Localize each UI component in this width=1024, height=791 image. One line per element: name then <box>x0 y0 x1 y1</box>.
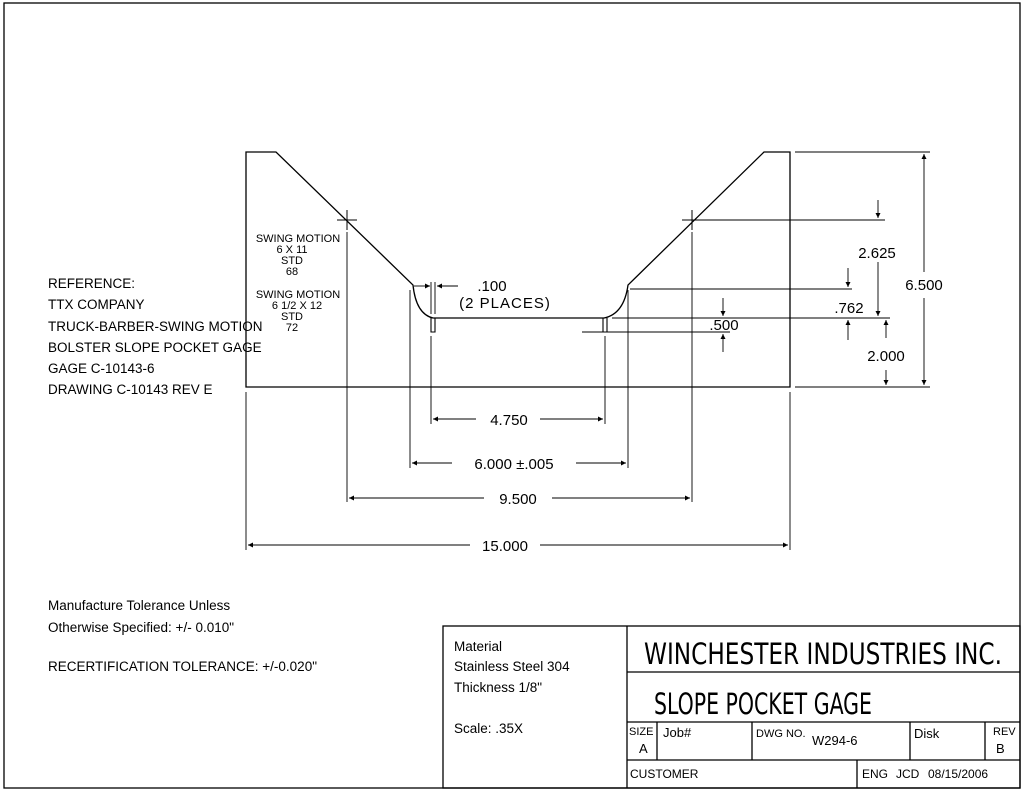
drawing-date: 08/15/2006 <box>928 767 988 781</box>
reference-line-2: TRUCK-BARBER-SWING MOTION <box>48 319 263 334</box>
right-center-mark <box>682 210 702 230</box>
customer-label: CUSTOMER <box>630 767 699 781</box>
dim-762: .762 <box>834 300 863 317</box>
size-value: A <box>639 741 648 756</box>
job-label: Job# <box>663 725 692 740</box>
dim-2625: 2.625 <box>858 245 896 262</box>
dim-6500: 6.500 <box>905 277 943 294</box>
reference-line-4: GAGE C-10143-6 <box>48 361 155 376</box>
scale-value: Scale: .35X <box>454 721 523 736</box>
right-slot <box>602 318 608 333</box>
disk-label: Disk <box>914 726 940 741</box>
eng-initials: JCD <box>896 767 920 781</box>
gage-outline <box>245 151 791 388</box>
reference-line-1: TTX COMPANY <box>48 297 145 312</box>
part-label-1-line3: STD <box>281 255 303 267</box>
part-label-1-line1: SWING MOTION <box>256 233 340 245</box>
title-block <box>442 625 1021 789</box>
rev-label: REV <box>993 726 1016 738</box>
company-name: WINCHESTER INDUSTRIES INC. <box>644 637 1002 671</box>
part-label-2-line1: SWING MOTION <box>256 289 340 301</box>
part-label-2-line4: 72 <box>286 322 298 334</box>
dim-4750: 4.750 <box>490 412 528 429</box>
material-value: Stainless Steel 304 <box>454 659 570 674</box>
tolerance-note-2: Otherwise Specified: +/- 0.010" <box>48 620 234 635</box>
material-label: Material <box>454 639 502 654</box>
reference-heading: REFERENCE: <box>48 276 135 291</box>
recertification-note: RECERTIFICATION TOLERANCE: +/-0.020" <box>48 659 317 674</box>
thickness-value: Thickness 1/8" <box>454 680 542 695</box>
tolerance-note-1: Manufacture Tolerance Unless <box>48 598 230 613</box>
size-label: SIZE <box>629 726 653 738</box>
dim-slot-width: .100 <box>477 278 506 295</box>
dim-15000: 15.000 <box>482 538 528 555</box>
part-label-1-line4: 68 <box>286 266 298 278</box>
extension-lines <box>245 151 930 550</box>
dwg-value: W294-6 <box>812 733 858 748</box>
part-label-2-line2: 6 1/2 X 12 <box>272 300 322 312</box>
reference-line-5: DRAWING C-10143 REV E <box>48 382 213 397</box>
dim-2000: 2.000 <box>867 348 905 365</box>
part-label-2-line3: STD <box>281 311 303 323</box>
dim-500: .500 <box>709 317 738 334</box>
dim-slot-places: (2 PLACES) <box>459 295 551 312</box>
dwg-label: DWG NO. <box>756 728 806 740</box>
dim-9500: 9.500 <box>499 491 537 508</box>
dim-6000: 6.000 ±.005 <box>474 456 553 473</box>
reference-line-3: BOLSTER SLOPE POCKET GAGE <box>48 340 262 355</box>
rev-value: B <box>996 741 1005 756</box>
dimension-lines <box>248 154 927 548</box>
drawing-title: SLOPE POCKET GAGE <box>654 687 872 721</box>
left-center-mark <box>337 210 357 230</box>
left-slot <box>430 318 436 333</box>
part-label-1-line2: 6 X 11 <box>277 244 308 256</box>
eng-label: ENG <box>862 767 888 781</box>
